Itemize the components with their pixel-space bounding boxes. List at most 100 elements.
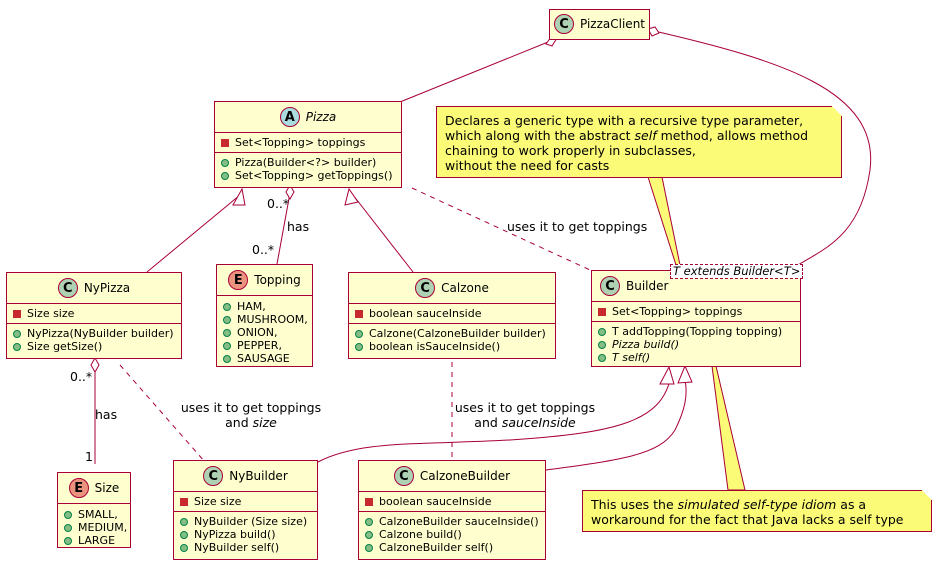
public-icon [180,530,188,539]
method: Size getSize() [27,340,103,353]
field: Size size [194,495,242,508]
note-line: which along with the abstract self metho… [445,128,833,143]
method: NyPizza build() [194,528,276,541]
public-icon [365,530,373,539]
calzonebuilder-builder-line [545,379,687,471]
class-name: PizzaClient [580,17,645,31]
public-icon [365,517,373,526]
public-icon [180,517,188,526]
public-icon [223,302,231,311]
class-name: Builder [626,279,669,293]
builder-type-parameter: T extends Builder<T> [670,264,804,279]
pizza-builder-line [411,187,591,271]
enum-value: LARGE [78,534,116,547]
size-enum: E Size SMALL, MEDIUM, LARGE [57,472,131,548]
top-note-connector [647,176,681,266]
class-name: NyPizza [83,281,131,295]
method: T self() [612,351,651,364]
pizza-topping-diamond [285,183,295,201]
public-icon [64,510,72,519]
client-builder-diamond [647,26,660,37]
note-text: This uses the [591,497,678,512]
class-badge-icon: C [554,14,574,34]
public-icon [598,327,606,336]
method: CalzoneBuilder self() [379,541,494,554]
note-emphasis: simulated self-type idiom [677,497,837,512]
public-icon [355,329,363,338]
public-icon [365,543,373,552]
nypizza-class: C NyPizza Size size NyPizza(NyBuilder bu… [6,272,182,359]
label-emphasis: sauceInside [501,415,576,430]
multiplicity-label: 0..* [267,196,290,211]
label-emphasis: size [252,415,277,430]
field: Set<Topping> toppings [235,136,366,149]
pizza-class: A Pizza Set<Topping> toppings Pizza(Buil… [214,101,402,188]
private-icon [598,307,606,316]
private-icon [365,497,373,506]
calzone-pizza-line [352,194,414,273]
multiplicity-label: 0..* [70,369,93,384]
private-icon [221,138,229,147]
class-name: CalzoneBuilder [419,469,511,483]
enum-badge-icon: E [228,270,249,290]
calzone-pizza-arrow [344,187,359,206]
has-label: has [287,219,310,234]
public-icon [221,171,229,180]
nybuilder-uses-label: uses it to get toppings and size [178,400,324,430]
calzonebuilder-builder-arrow [677,364,693,384]
private-icon [13,309,21,318]
multiplicity-label: 0..* [252,242,275,257]
class-badge-icon: C [600,276,620,296]
class-badge-icon: C [393,466,414,486]
label-line: uses it to get toppings [454,400,596,415]
private-icon [180,497,188,506]
note-line: This uses the simulated self-type idiom … [591,497,923,512]
method: T addTopping(Topping topping) [612,325,783,338]
class-badge-icon: C [57,278,78,298]
nybuilder-class: C NyBuilder Size size NyBuilder (Size si… [173,460,318,560]
topping-enum: E Topping HAM, MUSHROOM, ONION, PEPPER, … [216,264,313,367]
class-name: Calzone [441,281,489,295]
calzonebuilder-uses-label: uses it to get toppings and sauceInside [452,400,598,430]
class-badge-icon: C [203,466,224,486]
field: Size size [27,307,75,320]
builder-class: C Builder Set<Topping> toppings T addTop… [591,270,801,367]
nybuilder-builder-line [317,379,671,463]
enum-value: ONION, [237,326,278,339]
public-icon [223,328,231,337]
nypizza-pizza-line [146,194,241,273]
method: Pizza build() [612,338,680,351]
nypizza-pizza-arrow [232,187,246,206]
method: NyBuilder self() [194,541,280,554]
public-icon [64,523,72,532]
class-name: Size [94,481,120,495]
class-name: Topping [254,273,301,287]
pizza-client-class: C PizzaClient [549,9,650,40]
enum-value: MUSHROOM, [237,313,308,326]
label-line: uses it to get toppings [180,400,322,415]
nypizza-size-diamond [90,356,100,374]
note-emphasis: self [634,128,657,143]
pizza-topping-line [276,192,291,265]
public-icon [598,353,606,362]
method: Pizza(Builder<?> builder) [235,156,377,169]
bottom-note-connector [711,365,746,491]
field: boolean sauceInside [369,307,482,320]
calzone-class: C Calzone boolean sauceInside Calzone(Ca… [348,272,556,359]
recursive-type-note: Declares a generic type with a recursive… [436,106,842,178]
note-text: as a [836,497,867,512]
label-text: and [474,415,498,430]
public-icon [355,342,363,351]
label-line: and sauceInside [452,415,598,430]
enum-value: MEDIUM, [78,521,128,534]
class-name: Pizza [305,110,337,124]
public-icon [64,536,72,545]
note-line: Declares a generic type with a recursive… [445,113,804,128]
private-icon [355,309,363,318]
public-icon [180,543,188,552]
note-fold-icon [832,106,842,116]
field: boolean sauceInside [379,495,492,508]
client-builder-line [649,29,872,271]
note-text: method, allows method [656,128,809,143]
